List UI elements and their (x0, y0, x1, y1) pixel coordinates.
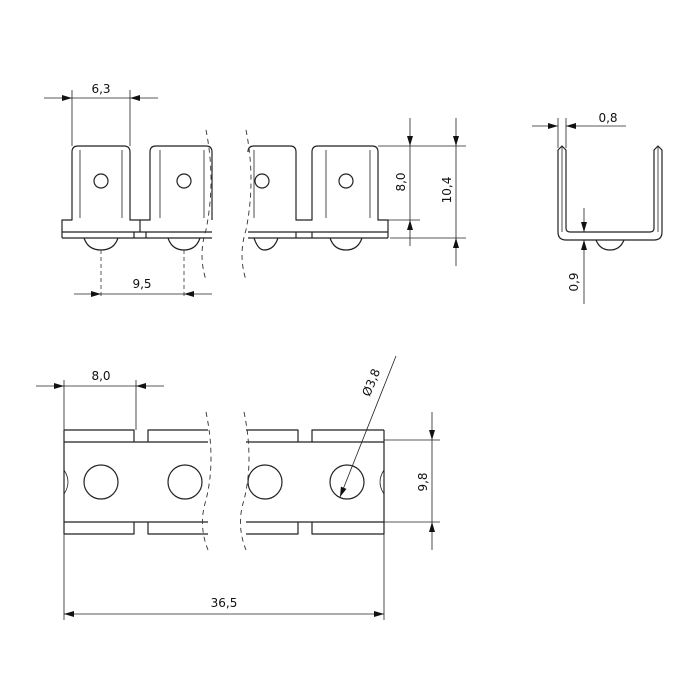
tab-2-hole (176, 173, 192, 189)
label-tab-pitch: 9,5 (132, 277, 151, 291)
label-pitch-plan: 8,0 (91, 369, 110, 383)
dim-base-offset: 0,9 (567, 208, 587, 304)
dim-strip-width: 9,8 (384, 412, 440, 550)
front-view (61, 129, 389, 296)
tab-1-hole (93, 173, 109, 189)
side-view (557, 145, 663, 251)
plan-hole-1 (83, 464, 119, 500)
label-thickness: 0,8 (598, 111, 617, 125)
label-total-height: 10,4 (440, 177, 454, 204)
plan-hole-2 (167, 464, 203, 500)
label-strip-width: 9,8 (416, 472, 430, 491)
dim-tab-width: 6,3 (44, 82, 158, 146)
label-total-length: 36,5 (211, 596, 238, 610)
tab-2 (140, 145, 213, 221)
tab-3-hole (254, 173, 270, 189)
plan-view (63, 411, 385, 551)
label-tab-height: 8,0 (394, 172, 408, 191)
label-tab-width: 6,3 (91, 82, 110, 96)
u-profile (557, 145, 663, 241)
dim-pitch-plan: 8,0 (36, 369, 164, 430)
dim-tab-pitch: 9,5 (74, 277, 212, 297)
dim-thickness: 0,8 (532, 111, 626, 148)
dim-total-length: 36,5 (63, 534, 385, 620)
dim-hole-diameter: Ø3,8 (339, 355, 397, 498)
dim-heights: 8,0 10,4 (378, 118, 466, 266)
tab-3 (247, 145, 389, 232)
tab-1 (61, 145, 141, 232)
label-hole-diameter: Ø3,8 (359, 367, 383, 399)
plan-hole-4 (329, 464, 365, 500)
tab-4-hole (338, 173, 354, 189)
plan-hole-3 (247, 464, 283, 500)
label-base-offset: 0,9 (567, 272, 581, 291)
